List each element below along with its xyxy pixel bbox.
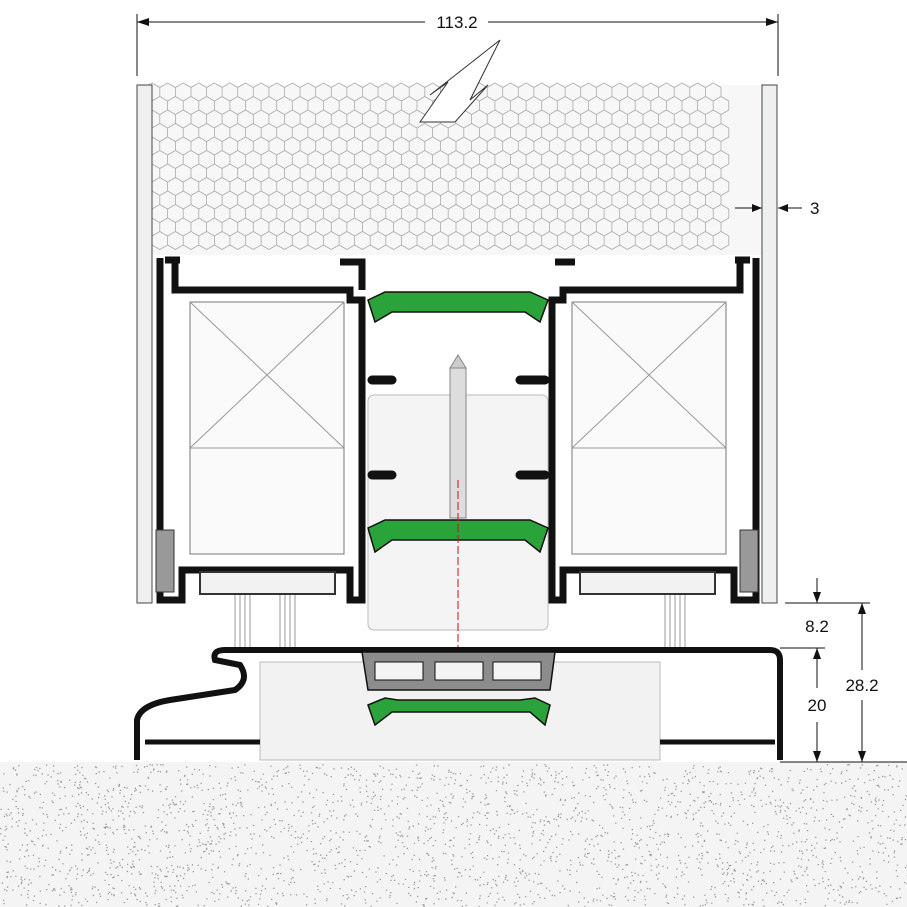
glass-thickness-label: 3	[810, 199, 819, 218]
brush-seals	[234, 595, 686, 650]
left-skin	[136, 84, 153, 604]
overall-width-dimension: 113.2	[136, 13, 779, 76]
bottom-gasket	[367, 697, 551, 727]
height-dimensions: 8.2 20 28.2	[780, 578, 907, 763]
concrete-floor	[0, 762, 907, 907]
sill-gap-label: 8.2	[805, 617, 829, 636]
glass-thickness-dimension: 3	[735, 199, 819, 218]
right-sash-profile	[548, 256, 760, 604]
right-skin	[761, 84, 778, 604]
left-sash-profile	[155, 256, 366, 604]
overall-width-label: 113.2	[436, 13, 477, 32]
top-gasket	[367, 291, 549, 324]
center-connector	[367, 291, 550, 760]
threshold-height-label: 20	[808, 696, 827, 715]
total-height-label: 28.2	[845, 676, 878, 695]
break-symbol	[419, 39, 501, 123]
threshold-profile	[134, 647, 783, 761]
